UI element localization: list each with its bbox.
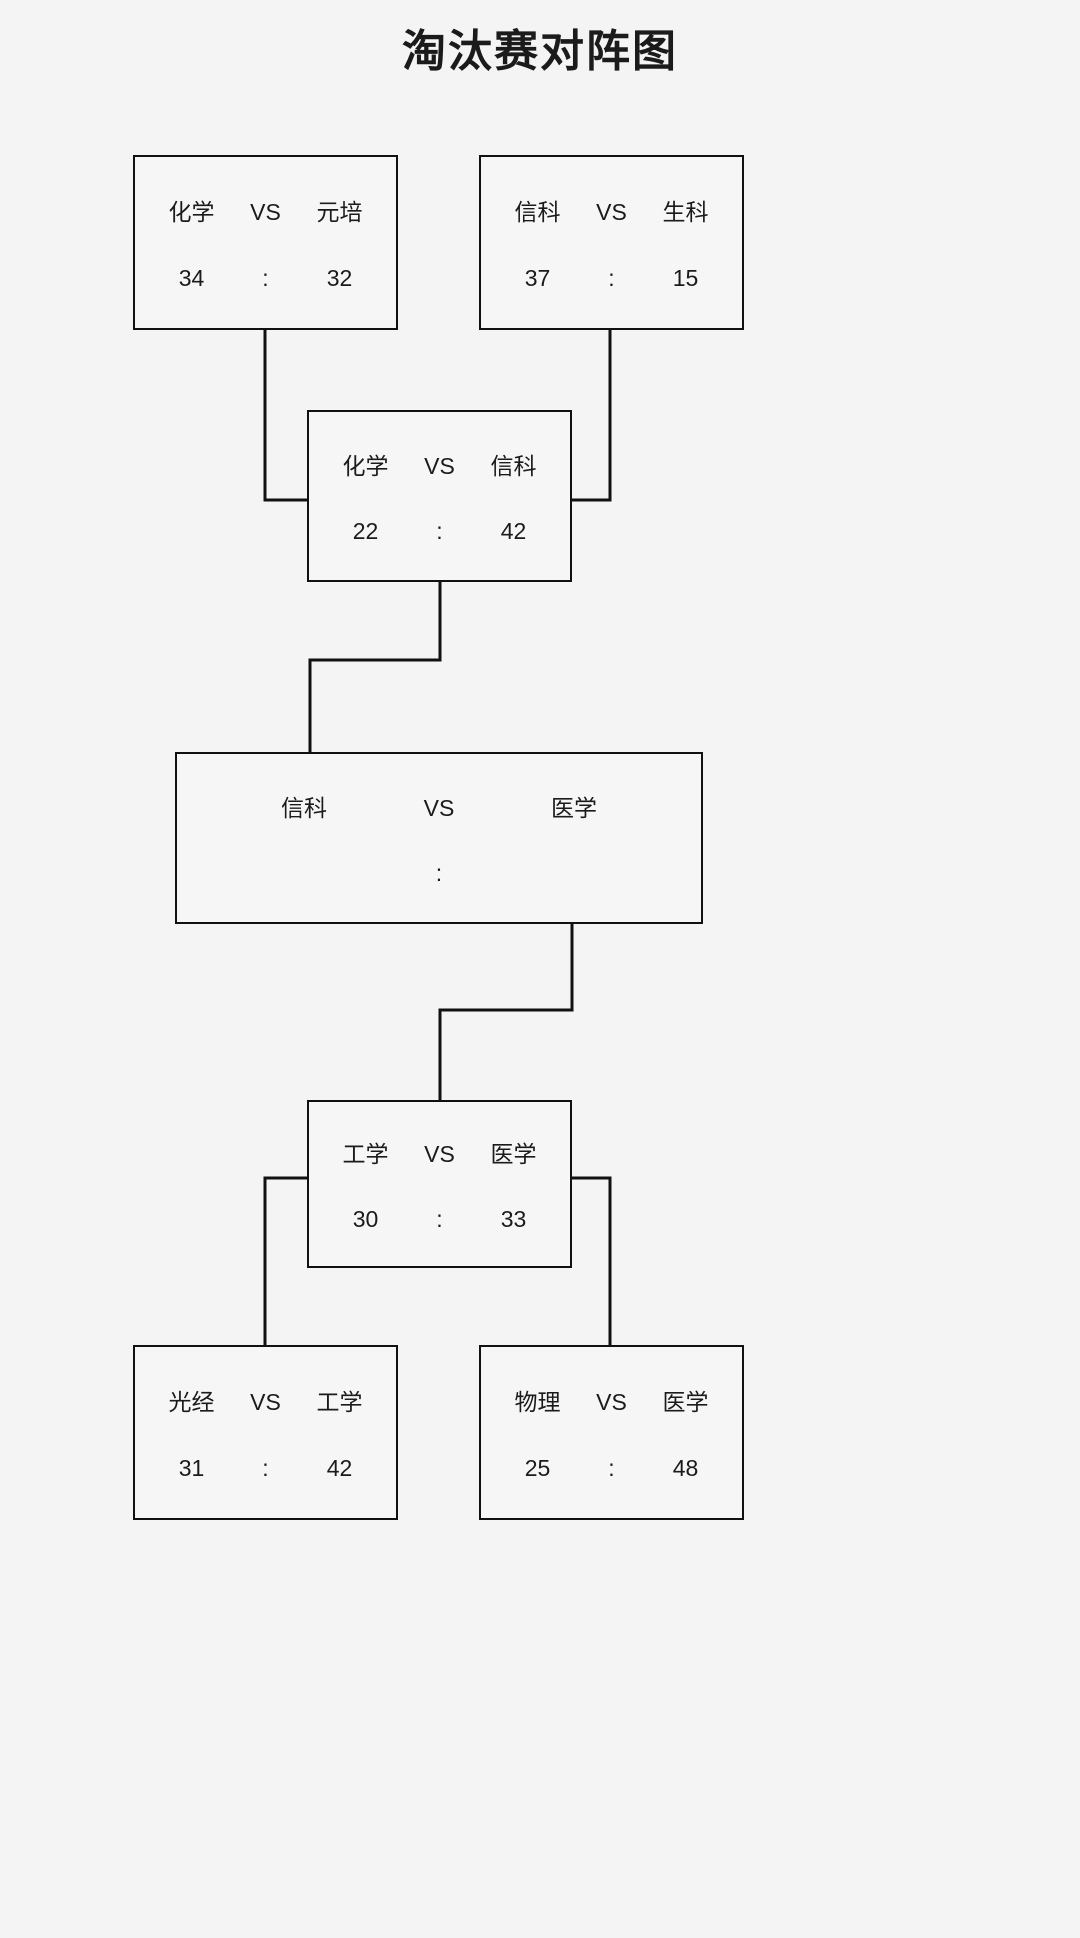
team-left: 光经 (168, 1389, 215, 1416)
score-right: 48 (672, 1454, 699, 1481)
match-box-final-xinke-yixue[interactable]: 信科 VS 医学 : (175, 752, 703, 924)
vs-label: VS (250, 199, 281, 226)
match-teams-row: 化学 VS 信科 (309, 452, 570, 479)
line-final-to-semi-lower (438, 924, 574, 1100)
match-teams-row: 光经 VS 工学 (135, 1389, 396, 1416)
score-left: 25 (524, 1454, 551, 1481)
score-separator: : (436, 1206, 443, 1232)
match-box-xinke-shengke[interactable]: 信科 VS 生科 37 : 15 (479, 155, 744, 330)
score-separator: : (262, 264, 269, 291)
match-scores-row: 25 : 48 (481, 1454, 742, 1481)
score-right: 42 (326, 1454, 353, 1481)
line-semi-lower-to-guangjing (263, 1176, 307, 1345)
match-scores-row: 30 : 33 (309, 1206, 570, 1232)
team-right: 信科 (490, 452, 537, 479)
score-left: 30 (352, 1206, 379, 1232)
score-left: 37 (524, 264, 551, 291)
score-right: 42 (500, 518, 527, 544)
match-teams-row: 物理 VS 医学 (481, 1389, 742, 1416)
team-right: 医学 (490, 1140, 537, 1167)
score-separator: : (262, 1454, 269, 1481)
match-box-guangjing-gongxue[interactable]: 光经 VS 工学 31 : 42 (133, 1345, 398, 1520)
team-right: 医学 (551, 794, 597, 821)
score-left: 34 (178, 264, 205, 291)
line-semi-lower-to-wuli (570, 1176, 612, 1345)
line-semi-to-final-upper (308, 582, 442, 752)
team-right: 工学 (316, 1389, 363, 1416)
vs-label: VS (423, 794, 455, 821)
team-left: 化学 (342, 452, 389, 479)
line-chem-to-semi (263, 330, 307, 502)
team-left: 信科 (514, 199, 561, 226)
score-separator: : (608, 1454, 615, 1481)
match-box-chem-xinke[interactable]: 化学 VS 信科 22 : 42 (307, 410, 572, 582)
score-separator: : (435, 860, 443, 886)
score-right: 32 (326, 264, 353, 291)
team-left: 工学 (342, 1140, 389, 1167)
vs-label: VS (424, 1140, 455, 1167)
vs-label: VS (596, 199, 627, 226)
score-separator: : (608, 264, 615, 291)
match-teams-row: 信科 VS 医学 (177, 794, 701, 821)
match-box-chem-yuanpei[interactable]: 化学 VS 元培 34 : 32 (133, 155, 398, 330)
match-scores-row: : (177, 860, 701, 886)
team-right: 元培 (316, 199, 363, 226)
page-title: 淘汰赛对阵图 (402, 27, 678, 76)
match-scores-row: 34 : 32 (135, 264, 396, 291)
line-xinke-to-semi (570, 330, 612, 502)
match-box-wuli-yixue[interactable]: 物理 VS 医学 25 : 48 (479, 1345, 744, 1520)
score-right: 33 (500, 1206, 527, 1232)
match-scores-row: 22 : 42 (309, 518, 570, 544)
vs-label: VS (596, 1389, 627, 1416)
team-right: 生科 (662, 199, 709, 226)
team-right: 医学 (662, 1389, 709, 1416)
match-scores-row: 37 : 15 (481, 264, 742, 291)
match-box-gongxue-yixue[interactable]: 工学 VS 医学 30 : 33 (307, 1100, 572, 1268)
score-right: 15 (672, 264, 699, 291)
team-left: 信科 (281, 794, 327, 821)
team-left: 物理 (514, 1389, 561, 1416)
score-separator: : (436, 518, 443, 544)
score-left: 22 (352, 518, 379, 544)
score-left: 31 (178, 1454, 205, 1481)
match-teams-row: 信科 VS 生科 (481, 199, 742, 226)
match-scores-row: 31 : 42 (135, 1454, 396, 1481)
match-teams-row: 化学 VS 元培 (135, 199, 396, 226)
vs-label: VS (250, 1389, 281, 1416)
vs-label: VS (424, 452, 455, 479)
team-left: 化学 (168, 199, 215, 226)
match-teams-row: 工学 VS 医学 (309, 1140, 570, 1167)
